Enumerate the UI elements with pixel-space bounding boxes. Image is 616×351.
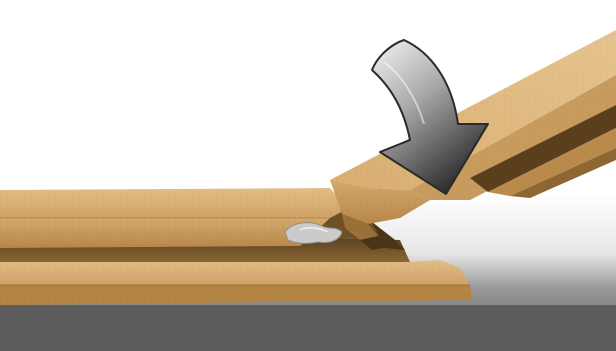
floor-shadow-band: [0, 305, 616, 351]
